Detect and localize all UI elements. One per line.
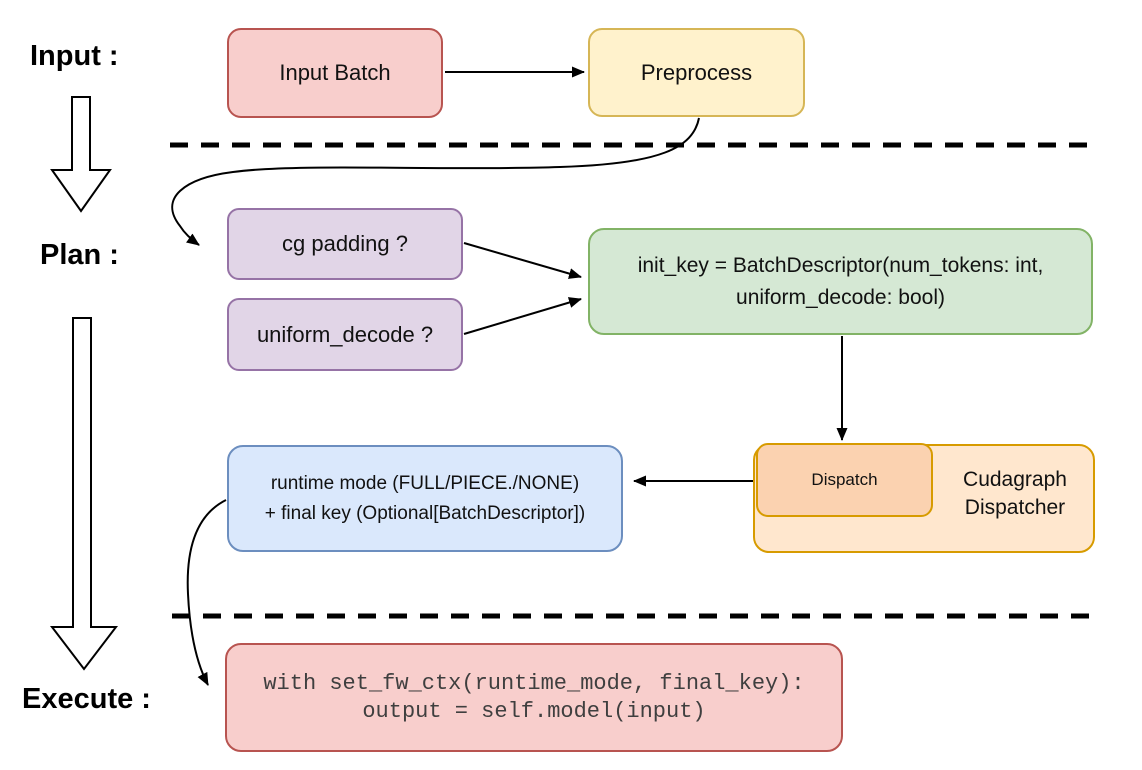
node-preprocess-label: Preprocess bbox=[640, 59, 753, 85]
flow-uniform-decode-to-init-key bbox=[463, 297, 582, 335]
node-cg-padding-label: cg padding ? bbox=[282, 231, 408, 256]
stage-label-input: Input : bbox=[30, 40, 119, 72]
node-runtime-mode: runtime mode (FULL/PIECE./NONE) + final … bbox=[227, 445, 623, 552]
node-dispatch: Dispatch bbox=[756, 443, 933, 517]
execute-code-line2: output = self.model(input) bbox=[362, 698, 706, 724]
node-init-key: init_key = BatchDescriptor(num_tokens: i… bbox=[588, 228, 1093, 335]
stage-label-execute: Execute : bbox=[22, 683, 151, 715]
flow-runtime-mode-to-execute-code bbox=[186, 499, 227, 686]
flow-cg-padding-to-init-key bbox=[463, 242, 582, 279]
execute-code-line1: with set_fw_ctx(runtime_mode, final_key)… bbox=[263, 670, 805, 696]
stage-label-plan: Plan : bbox=[40, 239, 119, 271]
node-uniform-decode: uniform_decode ? bbox=[227, 298, 463, 371]
node-input-batch-label: Input Batch bbox=[279, 60, 391, 85]
stage-arrow-input-to-plan bbox=[50, 96, 112, 213]
node-cudagraph-dispatcher-label: Cudagraph Dispatcher bbox=[935, 466, 1095, 522]
node-execute-code: with set_fw_ctx(runtime_mode, final_key)… bbox=[225, 643, 843, 752]
node-input-batch: Input Batch bbox=[227, 28, 443, 118]
node-cg-padding: cg padding ? bbox=[227, 208, 463, 280]
node-dispatch-label: Dispatch bbox=[811, 470, 878, 489]
cudagraph-label-line2: Dispatcher bbox=[964, 496, 1066, 519]
node-uniform-decode-label: uniform_decode ? bbox=[256, 321, 434, 347]
node-init-key-line2: uniform_decode: bool) bbox=[736, 285, 945, 309]
stage-arrow-plan-to-execute bbox=[49, 317, 119, 671]
node-runtime-mode-line2: + final key (Optional[BatchDescriptor]) bbox=[264, 502, 586, 524]
cudagraph-label-line1: Cudagraph bbox=[963, 468, 1067, 491]
node-init-key-line1: init_key = BatchDescriptor(num_tokens: i… bbox=[637, 253, 1044, 277]
node-preprocess: Preprocess bbox=[588, 28, 805, 117]
node-runtime-mode-line1: runtime mode (FULL/PIECE./NONE) bbox=[270, 472, 580, 494]
